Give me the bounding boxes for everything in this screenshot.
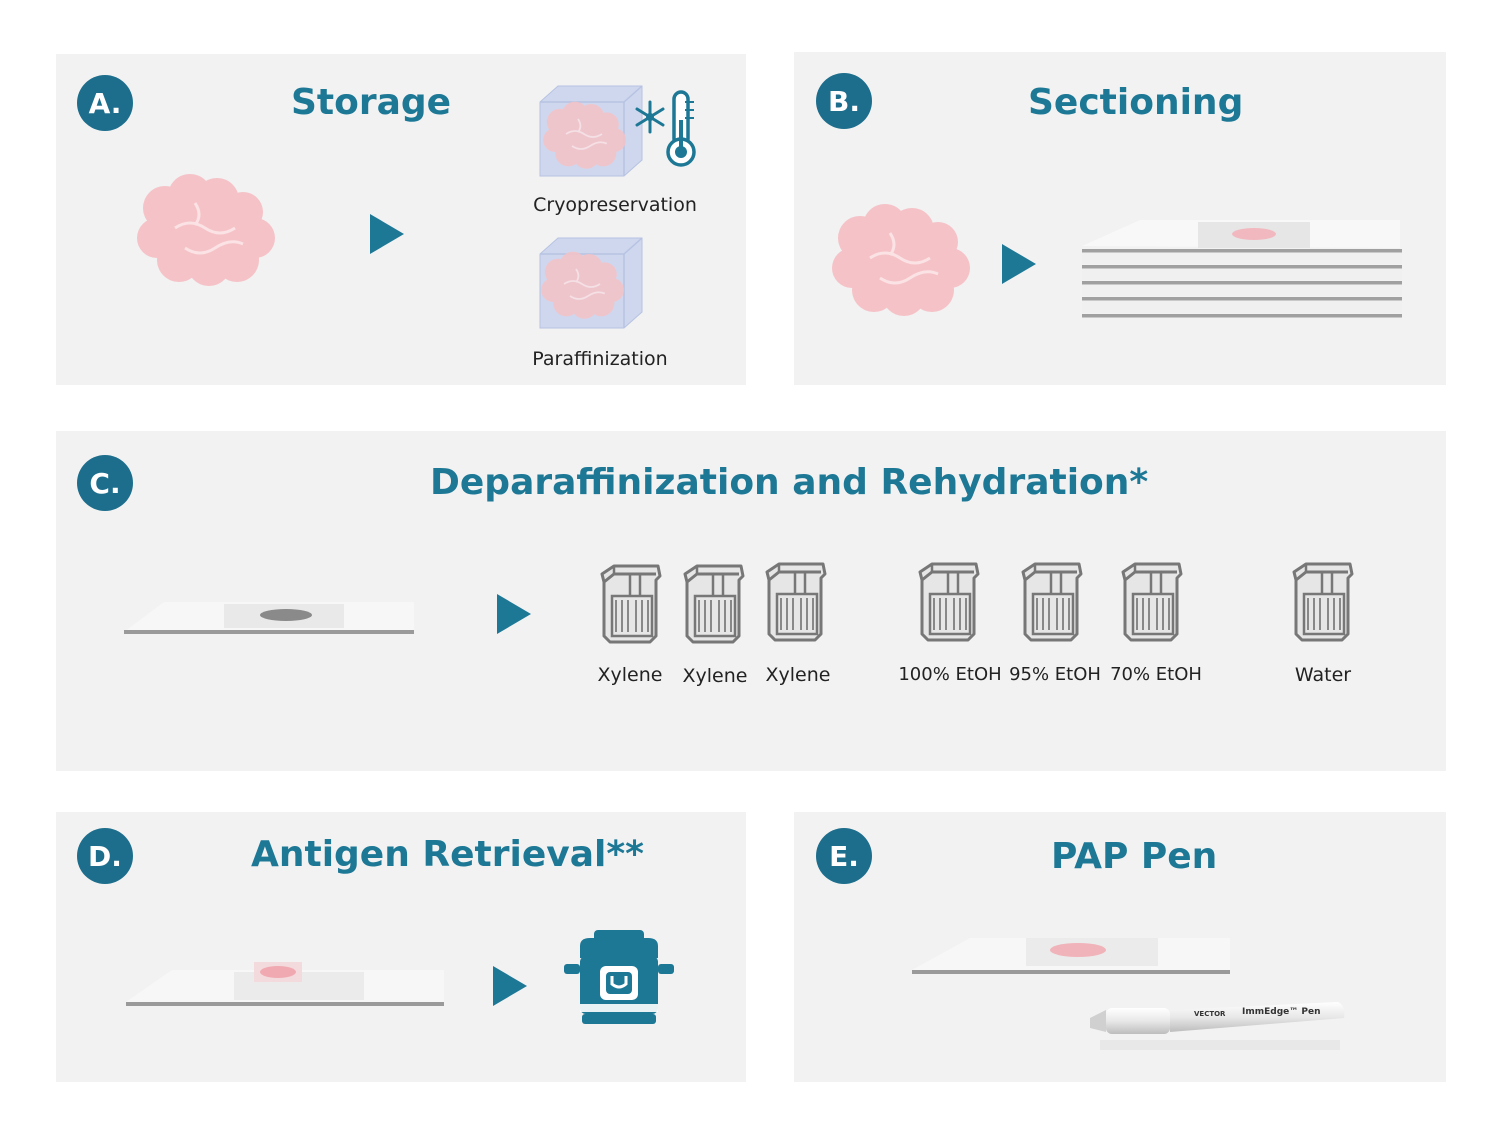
pressure-cooker-icon: [564, 930, 674, 1024]
panel-b-title: Sectioning: [1028, 82, 1244, 123]
panel-a-badge: A.: [77, 75, 133, 131]
panel-e-badge: E.: [816, 828, 872, 884]
panel-c-badge: C.: [77, 455, 133, 511]
panel-b-badge: B.: [816, 73, 872, 129]
slide-icon: [912, 938, 1230, 974]
cryopreservation-label: Cryopreservation: [533, 194, 697, 216]
step-label: 100% EtOH: [898, 664, 1002, 685]
staining-jar-icon: [600, 564, 662, 644]
panel-d-title: Antigen Retrieval**: [251, 834, 644, 875]
panel-e-title: PAP Pen: [1051, 836, 1218, 877]
thermometer-icon: [666, 90, 696, 167]
arrow-icon: [370, 214, 404, 254]
step-label: Xylene: [765, 664, 831, 686]
step-label: Water: [1294, 664, 1352, 686]
staining-jar-icon: [765, 562, 827, 642]
slide-icon: [124, 602, 414, 634]
paraffinization-label: Paraffinization: [532, 348, 668, 370]
panel-deparaffinization: [56, 431, 1446, 771]
pen-brand-text: VECTOR: [1194, 1010, 1226, 1018]
panel-a-title: Storage: [291, 82, 452, 123]
staining-jar-icon: [1292, 562, 1354, 642]
staining-jar-icon: [918, 562, 980, 642]
step-label: 70% EtOH: [1110, 664, 1202, 685]
panel-c-title: Deparaffinization and Rehydration*: [430, 462, 1149, 503]
staining-jar-icon: [1021, 562, 1083, 642]
slide-stack-icon: [1082, 220, 1402, 318]
staining-jar-icon: [1121, 562, 1183, 642]
step-label: Xylene: [682, 665, 748, 687]
arrow-icon: [1002, 244, 1036, 284]
tissue-icon: [830, 202, 972, 318]
step-label: Xylene: [597, 664, 663, 686]
snowflake-icon: [635, 100, 665, 134]
frozen-block-icon: [539, 85, 643, 177]
pap-pen-icon: VECTOR ImmEdge™ Pen: [1090, 1002, 1345, 1050]
tissue-icon: [135, 172, 277, 288]
arrow-icon: [493, 966, 527, 1006]
slide-icon: [126, 962, 444, 1006]
paraffin-block-icon: [539, 237, 643, 329]
arrow-icon: [497, 594, 531, 634]
staining-jar-icon: [683, 564, 745, 644]
pen-product-text: ImmEdge™ Pen: [1242, 1007, 1320, 1017]
panel-d-badge: D.: [77, 828, 133, 884]
step-label: 95% EtOH: [1009, 664, 1101, 685]
